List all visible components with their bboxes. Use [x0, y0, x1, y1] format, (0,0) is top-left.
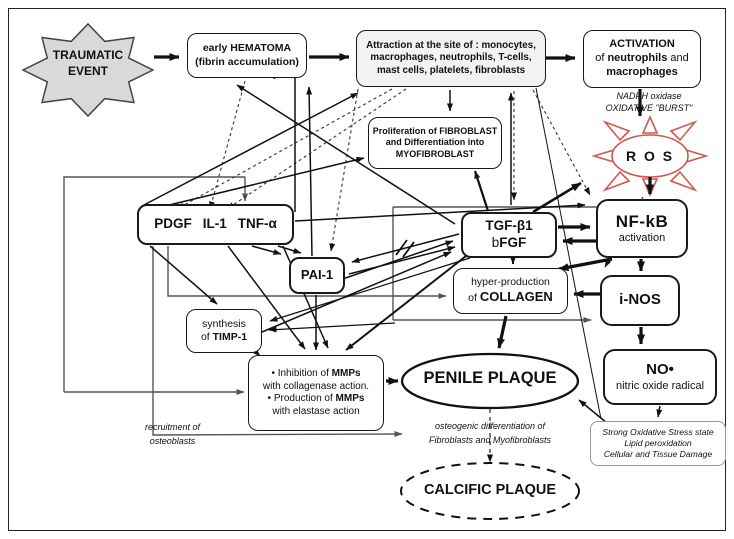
nadph-oxidative-burst-label: NADPH oxidase OXIDATIVE "BURST"	[605, 91, 693, 114]
label-il1: IL-1	[202, 216, 227, 232]
node-timp1: synthesis of TIMP-1	[186, 309, 262, 353]
node-growth-factors: PDGF IL-1 TNF-α	[137, 204, 294, 245]
inhibition-slash-mark	[395, 239, 415, 258]
node-traumatic-event: TRAUMATIC EVENT	[52, 48, 124, 78]
label-pdgf: PDGF	[154, 216, 192, 232]
node-collagen: hyper-production of COLLAGEN	[453, 268, 568, 314]
node-mmps: • Inhibition of MMPs with collagenase ac…	[248, 355, 384, 431]
node-ros: R O S	[625, 148, 675, 164]
thin-arrow-lines	[141, 73, 663, 424]
traumatic-event-starburst	[21, 22, 155, 118]
node-attraction-site: Attraction at the site of : monocytes, m…	[356, 30, 546, 87]
feedback-loop-lines	[63, 176, 598, 438]
node-tgf-bfgf: TGF-β1 bFGF	[461, 212, 557, 258]
node-no-radical: NO• nitric oxide radical	[603, 349, 717, 405]
node-early-hematoma: early HEMATOMA (fibrin accumulation)	[187, 33, 307, 78]
main-flow-arrows	[154, 53, 645, 385]
node-inos: i-NOS	[600, 275, 680, 326]
node-penile-plaque-label: PENILE PLAQUE	[423, 369, 557, 387]
calcific-plaque-ellipse	[400, 462, 580, 520]
node-nfkb: NF-kB activation	[596, 199, 688, 258]
osteogenic-differentiation-label: osteogenic differentiation of Fibroblast…	[428, 421, 552, 445]
recruitment-osteoblasts-label: recruitment of osteoblasts	[144, 422, 201, 447]
node-calcific-plaque-label: CALCIFIC PLAQUE	[423, 482, 557, 498]
penile-plaque-ellipse	[400, 352, 580, 410]
node-pai1: PAI-1	[289, 257, 345, 294]
node-proliferation-fibroblast: Proliferation of FIBROBLAST and Differen…	[368, 117, 502, 169]
label-tnfa: TNF-α	[237, 216, 277, 232]
diagram-border	[8, 8, 726, 531]
node-activation: ACTIVATION of neutrophils and macrophage…	[583, 30, 701, 88]
node-oxidative-stress: Strong Oxidative Stress state Lipid pero…	[590, 421, 726, 466]
